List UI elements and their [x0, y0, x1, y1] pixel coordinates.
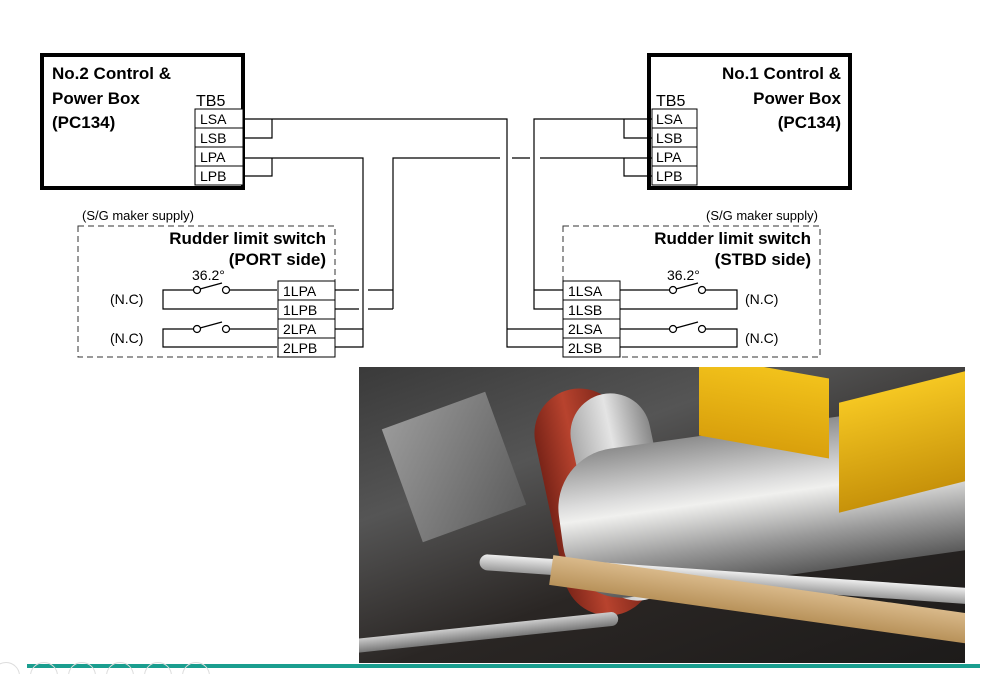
port-rudder-limit-switch: (S/G maker supply) Rudder limit switch (… [77, 208, 336, 358]
terminal-2lsb: 2LSB [568, 340, 602, 356]
rudder-limit-switch-photo [359, 367, 965, 663]
switch-title-line1: Rudder limit switch [169, 229, 326, 248]
terminal-2lpb: 2LPB [283, 340, 317, 356]
stbd-rudder-limit-switch: (S/G maker supply) Rudder limit switch (… [562, 208, 821, 358]
terminal-1lsb: 1LSB [568, 302, 602, 318]
terminal-lpa: LPA [656, 149, 682, 165]
wires [243, 118, 652, 348]
no2-control-power-box: No.2 Control & Power Box (PC134) TB5 LSA… [40, 53, 245, 190]
box-title-line3: (PC134) [778, 113, 841, 132]
box-title-line3: (PC134) [52, 113, 115, 132]
terminal-lsa: LSA [200, 111, 227, 127]
terminal-1lpb: 1LPB [283, 302, 317, 318]
terminal-lpb: LPB [200, 168, 226, 184]
nc-label: (N.C) [110, 291, 143, 307]
switch-title-line1: Rudder limit switch [654, 229, 811, 248]
terminal-1lsa: 1LSA [568, 283, 603, 299]
angle-label: 36.2° [667, 267, 700, 283]
terminal-1lpa: 1LPA [283, 283, 317, 299]
box-title-line1: No.1 Control & [722, 64, 841, 83]
supply-note: (S/G maker supply) [706, 208, 818, 223]
box-title-line1: No.2 Control & [52, 64, 171, 83]
nc-label: (N.C) [745, 291, 778, 307]
nc-label: (N.C) [745, 330, 778, 346]
terminal-2lsa: 2LSA [568, 321, 603, 337]
switch-title-line2: (STBD side) [715, 250, 811, 269]
angle-label: 36.2° [192, 267, 225, 283]
terminal-2lpa: 2LPA [283, 321, 317, 337]
terminal-lpb: LPB [656, 168, 682, 184]
terminal-lsb: LSB [656, 130, 682, 146]
tb5-label: TB5 [656, 93, 685, 110]
footer-accent-line [27, 664, 980, 668]
no1-control-power-box: No.1 Control & Power Box (PC134) TB5 LSA… [647, 53, 852, 190]
nc-label: (N.C) [110, 330, 143, 346]
photo-casting [381, 391, 527, 543]
box-title-line2: Power Box [753, 89, 841, 108]
photo-pipe [359, 611, 619, 657]
box-title-line2: Power Box [52, 89, 140, 108]
tb5-label: TB5 [196, 93, 225, 110]
supply-note: (S/G maker supply) [82, 208, 194, 223]
terminal-lpa: LPA [200, 149, 226, 165]
terminal-lsb: LSB [200, 130, 226, 146]
terminal-lsa: LSA [656, 111, 683, 127]
switch-title-line2: (PORT side) [229, 250, 326, 269]
